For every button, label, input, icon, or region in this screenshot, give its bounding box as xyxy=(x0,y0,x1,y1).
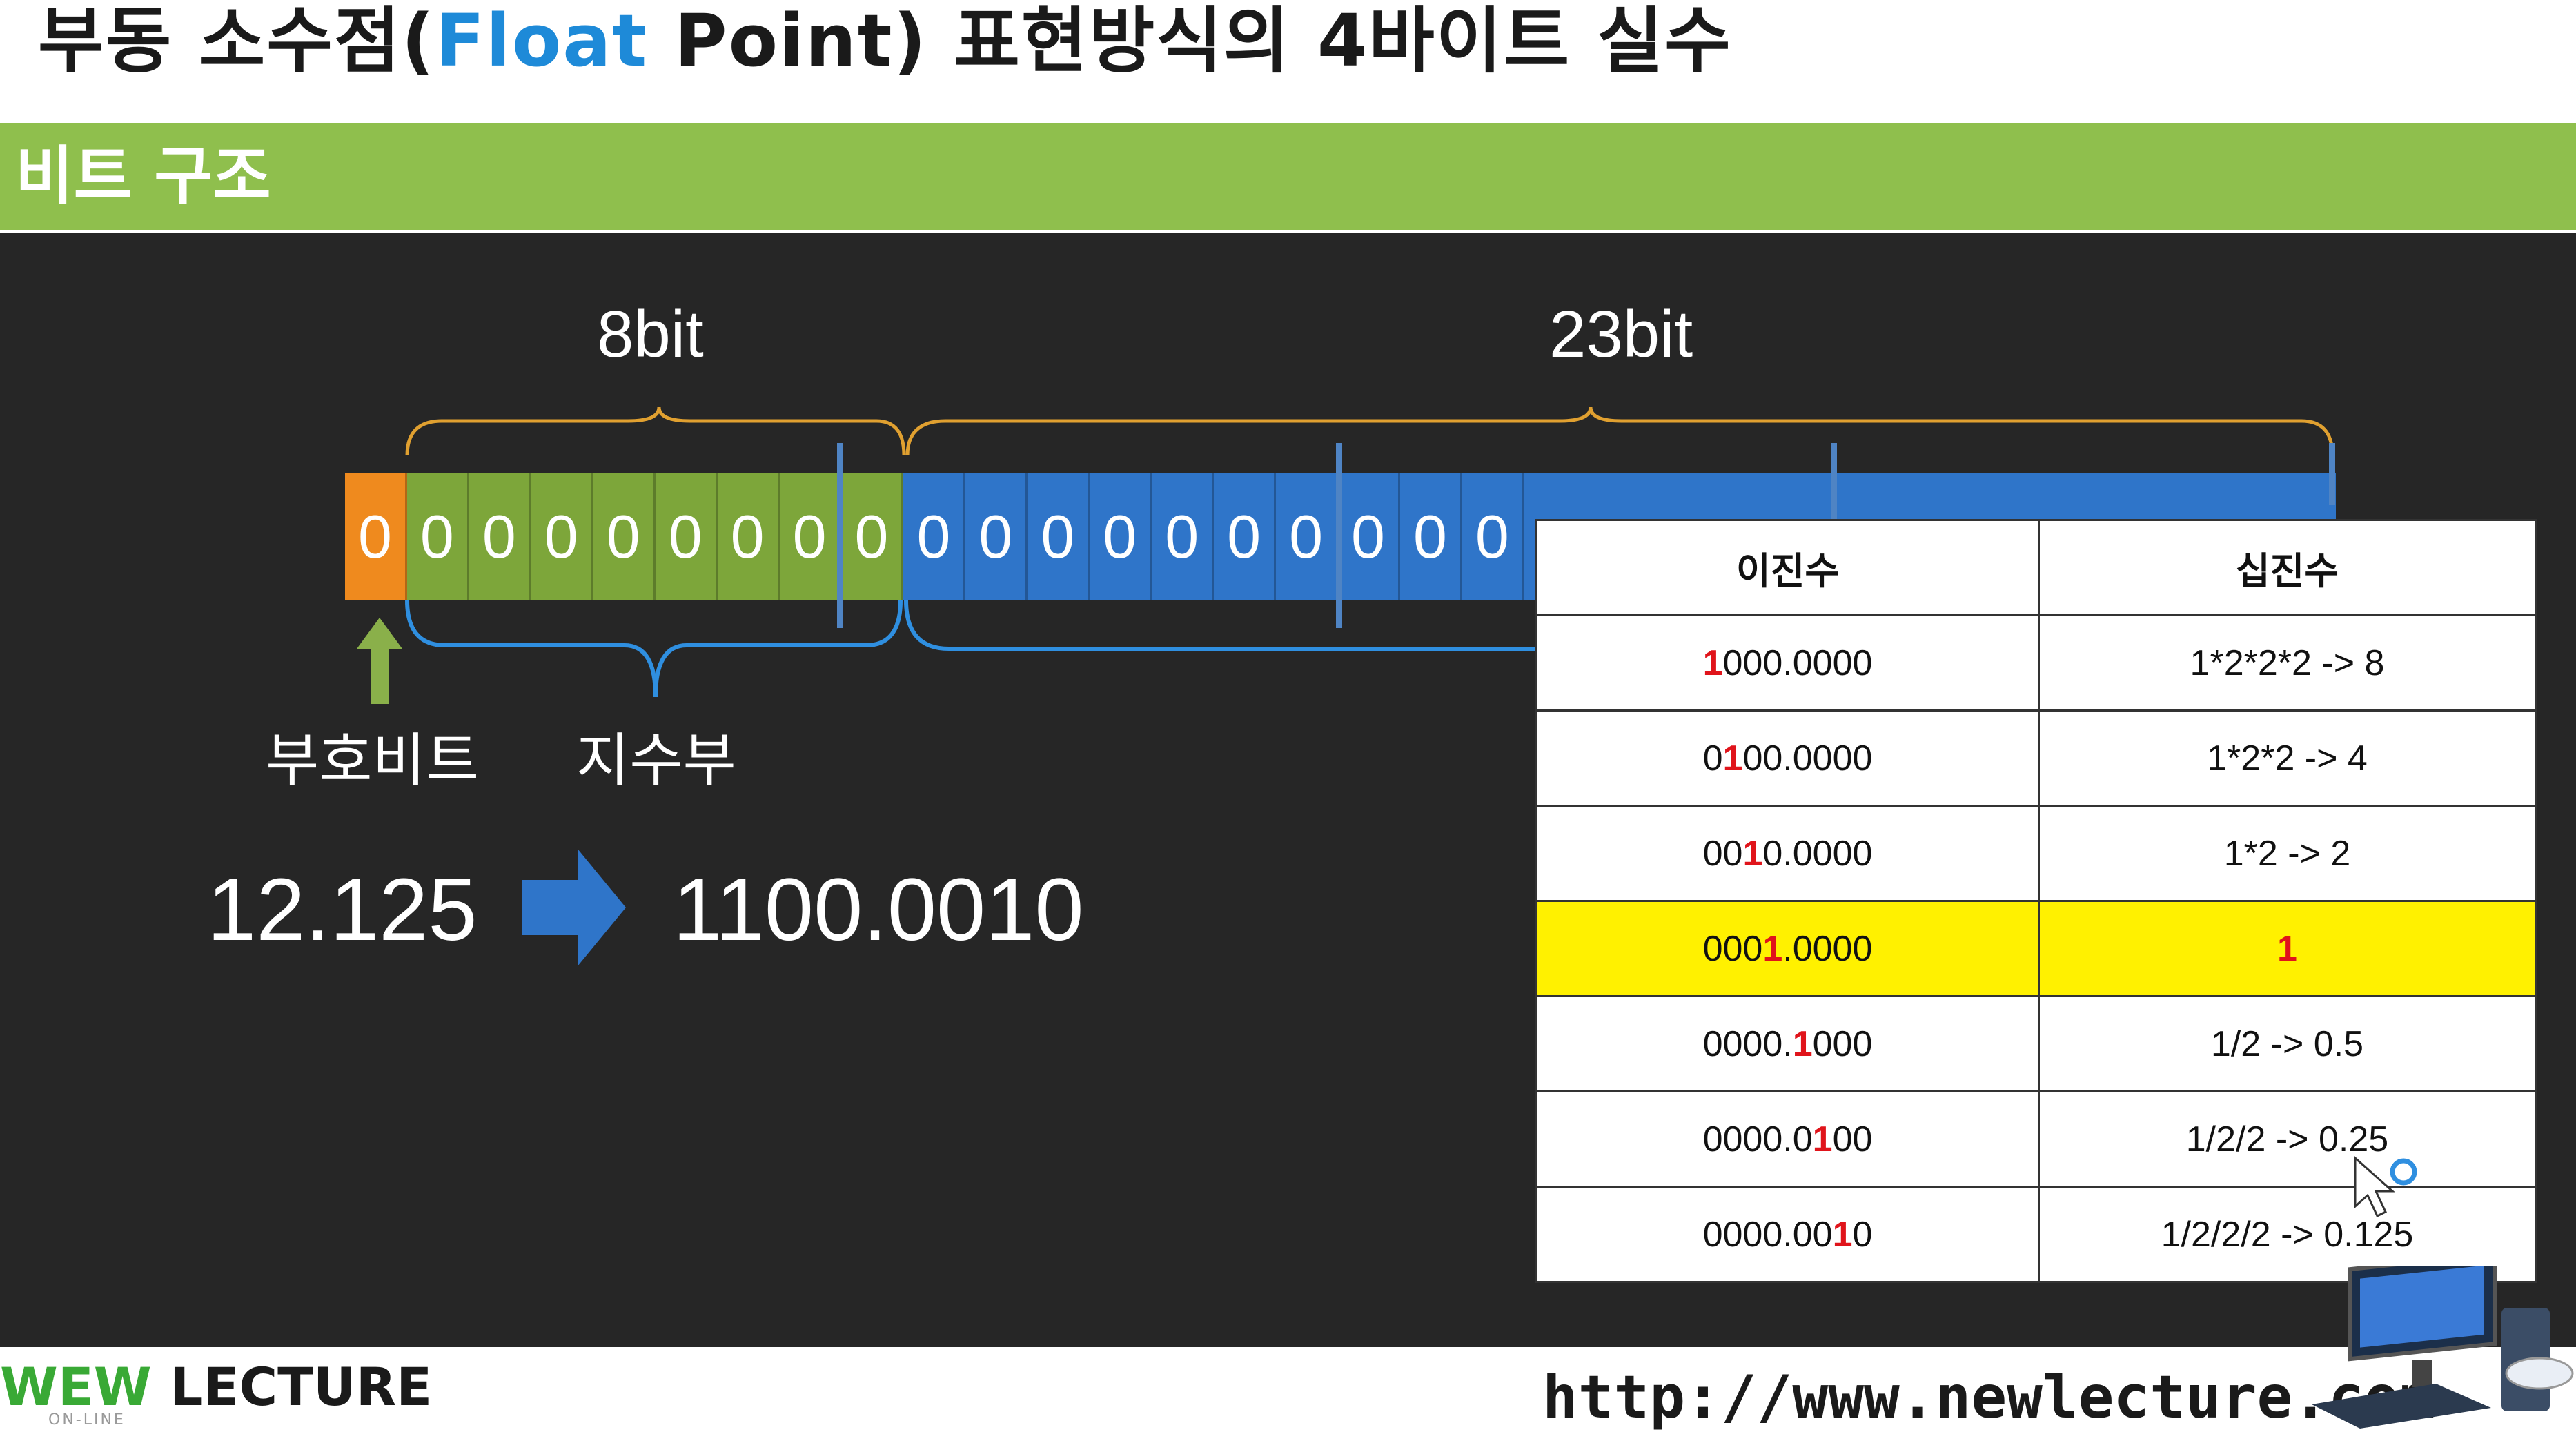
decimal-cell: 1*2*2 -> 4 xyxy=(2038,709,2537,807)
exponent-caption: 지수부 xyxy=(576,728,736,793)
decimal-cell: 1/2 -> 0.5 xyxy=(2038,995,2537,1092)
decimal-cell: 1/2/2 -> 0.25 xyxy=(2038,1090,2537,1188)
computer-icon xyxy=(2312,1266,2574,1429)
binary-cell: 1000.0000 xyxy=(1535,614,2040,712)
exponent-bit: 0 xyxy=(841,473,904,600)
mantissa-brace xyxy=(905,407,2334,456)
mantissa-bit: 0 xyxy=(1152,473,1215,600)
arrow-up-icon xyxy=(357,618,402,704)
section-title: 비트 구조 xyxy=(15,139,271,213)
binary-cell: 0000.1000 xyxy=(1535,995,2040,1092)
bit-divider xyxy=(2329,443,2335,505)
bit-divider xyxy=(1336,443,1342,628)
mantissa-bits-label: 23bit xyxy=(1549,297,1693,371)
mantissa-bit: 0 xyxy=(1400,473,1462,600)
site-url: http://www.newlecture.com xyxy=(1542,1363,2436,1432)
newlecture-logo: WEW LECTURE xyxy=(0,1356,433,1418)
mantissa-bit: 0 xyxy=(903,473,966,600)
top-braces xyxy=(405,407,2334,456)
exponent-bit: 0 xyxy=(779,473,842,600)
exponent-bits-label: 8bit xyxy=(597,297,704,371)
decimal-cell: 1 xyxy=(2038,900,2537,997)
section-bar xyxy=(0,123,2576,230)
mantissa-bit: 0 xyxy=(1276,473,1339,600)
header-decimal: 십진수 xyxy=(2038,519,2537,616)
sign-bit-caption: 부호비트 xyxy=(266,728,480,793)
exponent-bit: 0 xyxy=(593,473,656,600)
mantissa-bit: 0 xyxy=(1338,473,1400,600)
binary-value: 1100.0010 xyxy=(673,861,1084,959)
footer-bar xyxy=(0,1347,2576,1431)
mouse-cursor-icon xyxy=(2354,1155,2417,1218)
binary-cell: 0100.0000 xyxy=(1535,709,2040,807)
binary-cell: 0010.0000 xyxy=(1535,805,2040,902)
mantissa-brace-bottom xyxy=(904,600,1546,651)
bit-divider xyxy=(837,443,843,628)
title-highlight: Float xyxy=(435,0,649,83)
table-header-row: 이진수 십진수 xyxy=(1535,519,2537,616)
page-title: 부동 소수점(Float Point) 표현방식의 4바이트 실수 xyxy=(38,0,1732,83)
decimal-cell: 1*2 -> 2 xyxy=(2038,805,2537,902)
exponent-bit: 0 xyxy=(655,473,718,600)
sign-bit: 0 xyxy=(345,473,407,600)
mantissa-bit: 0 xyxy=(1462,473,1524,600)
binary-cell: 0000.0100 xyxy=(1535,1090,2040,1188)
decimal-value: 12.125 xyxy=(207,861,478,959)
binary-cell: 0000.0010 xyxy=(1535,1186,2040,1283)
decimal-cell: 1*2*2*2 -> 8 xyxy=(2038,614,2537,712)
mantissa-bit: 0 xyxy=(1028,473,1090,600)
exponent-bit: 0 xyxy=(717,473,780,600)
mantissa-bit: 0 xyxy=(1214,473,1277,600)
mantissa-bit: 0 xyxy=(965,473,1028,600)
mantissa-bit: 0 xyxy=(1090,473,1152,600)
bottom-braces xyxy=(405,600,1546,698)
title-bar xyxy=(0,0,2576,123)
logo-subtext: ON-LINE xyxy=(48,1411,126,1429)
exponent-brace xyxy=(405,407,906,456)
exponent-brace-bottom xyxy=(405,600,903,698)
exponent-bit: 0 xyxy=(406,473,469,600)
arrow-right-icon xyxy=(522,849,626,966)
exponent-bit: 0 xyxy=(469,473,531,600)
exponent-bit: 0 xyxy=(531,473,593,600)
header-binary: 이진수 xyxy=(1535,519,2040,616)
binary-cell: 0001.0000 xyxy=(1535,900,2040,997)
